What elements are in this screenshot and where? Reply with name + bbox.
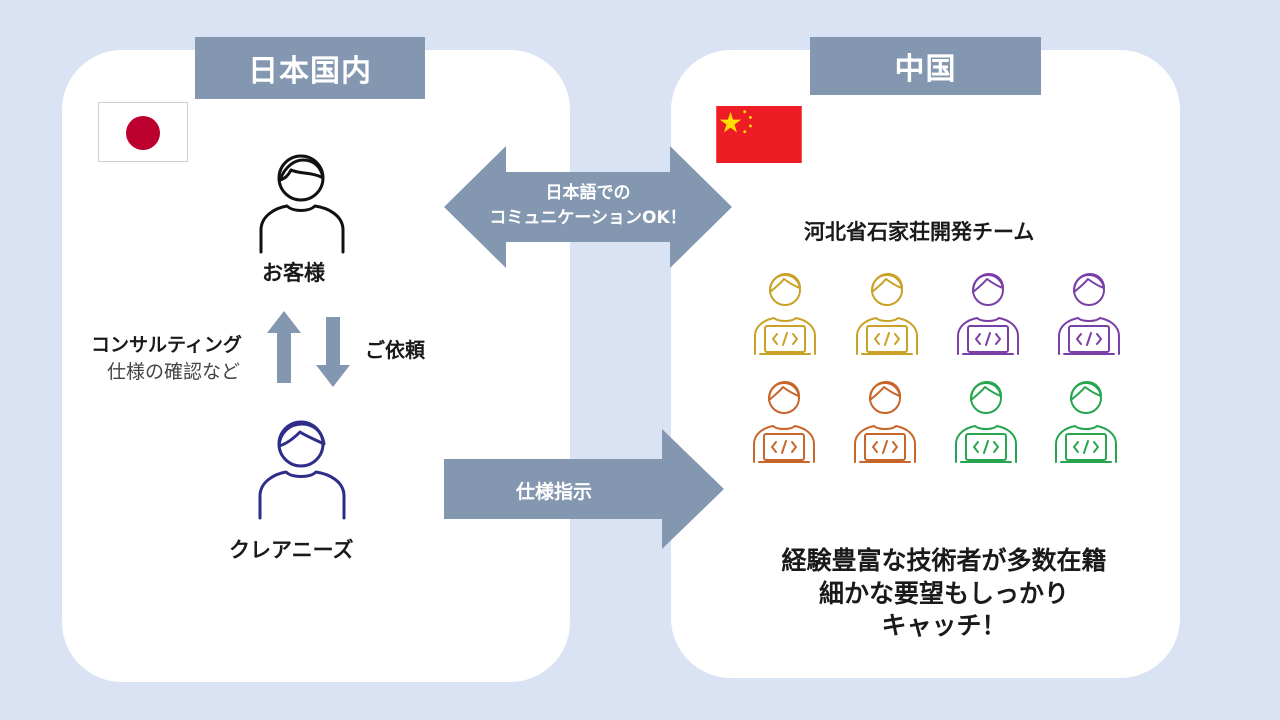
request-down-arrow bbox=[316, 317, 350, 387]
developer-icon bbox=[957, 273, 1019, 355]
specification-label: 仕様指示 bbox=[515, 481, 592, 503]
company-label: クレアニーズ bbox=[229, 538, 354, 562]
customer-label: お客様 bbox=[262, 261, 325, 285]
developer-icon bbox=[1055, 381, 1117, 463]
request-label: ご依頼 bbox=[365, 338, 425, 362]
consulting-up-arrow bbox=[267, 311, 301, 383]
japan-header: 日本国内 bbox=[195, 37, 425, 99]
developer-icon bbox=[856, 273, 918, 355]
china-flag-icon bbox=[716, 106, 802, 163]
developer-icon bbox=[753, 381, 815, 463]
developer-icon bbox=[1058, 273, 1120, 355]
developer-icon bbox=[854, 381, 916, 463]
team-label: 河北省石家荘開発チーム bbox=[804, 220, 1035, 244]
japan-flag-icon bbox=[98, 102, 188, 162]
tagline-line3: キャッチ！ bbox=[881, 611, 1007, 640]
tagline-line2: 細かな要望もしっかり bbox=[818, 579, 1069, 608]
communication-double-arrow bbox=[444, 146, 732, 268]
specification-arrow bbox=[444, 429, 724, 549]
developer-icon bbox=[754, 273, 816, 355]
company-person-icon bbox=[258, 420, 346, 520]
communication-label-line1: 日本語での bbox=[545, 183, 631, 203]
communication-label-line2: コミュニケーションOK！ bbox=[489, 208, 687, 228]
developer-icon bbox=[955, 381, 1017, 463]
tagline-line1: 経験豊富な技術者が多数在籍 bbox=[781, 546, 1107, 575]
consulting-sublabel: 仕様の確認など bbox=[107, 361, 241, 383]
customer-icon bbox=[259, 154, 345, 254]
china-header: 中国 bbox=[810, 37, 1041, 95]
consulting-label: コンサルティング bbox=[91, 334, 242, 356]
